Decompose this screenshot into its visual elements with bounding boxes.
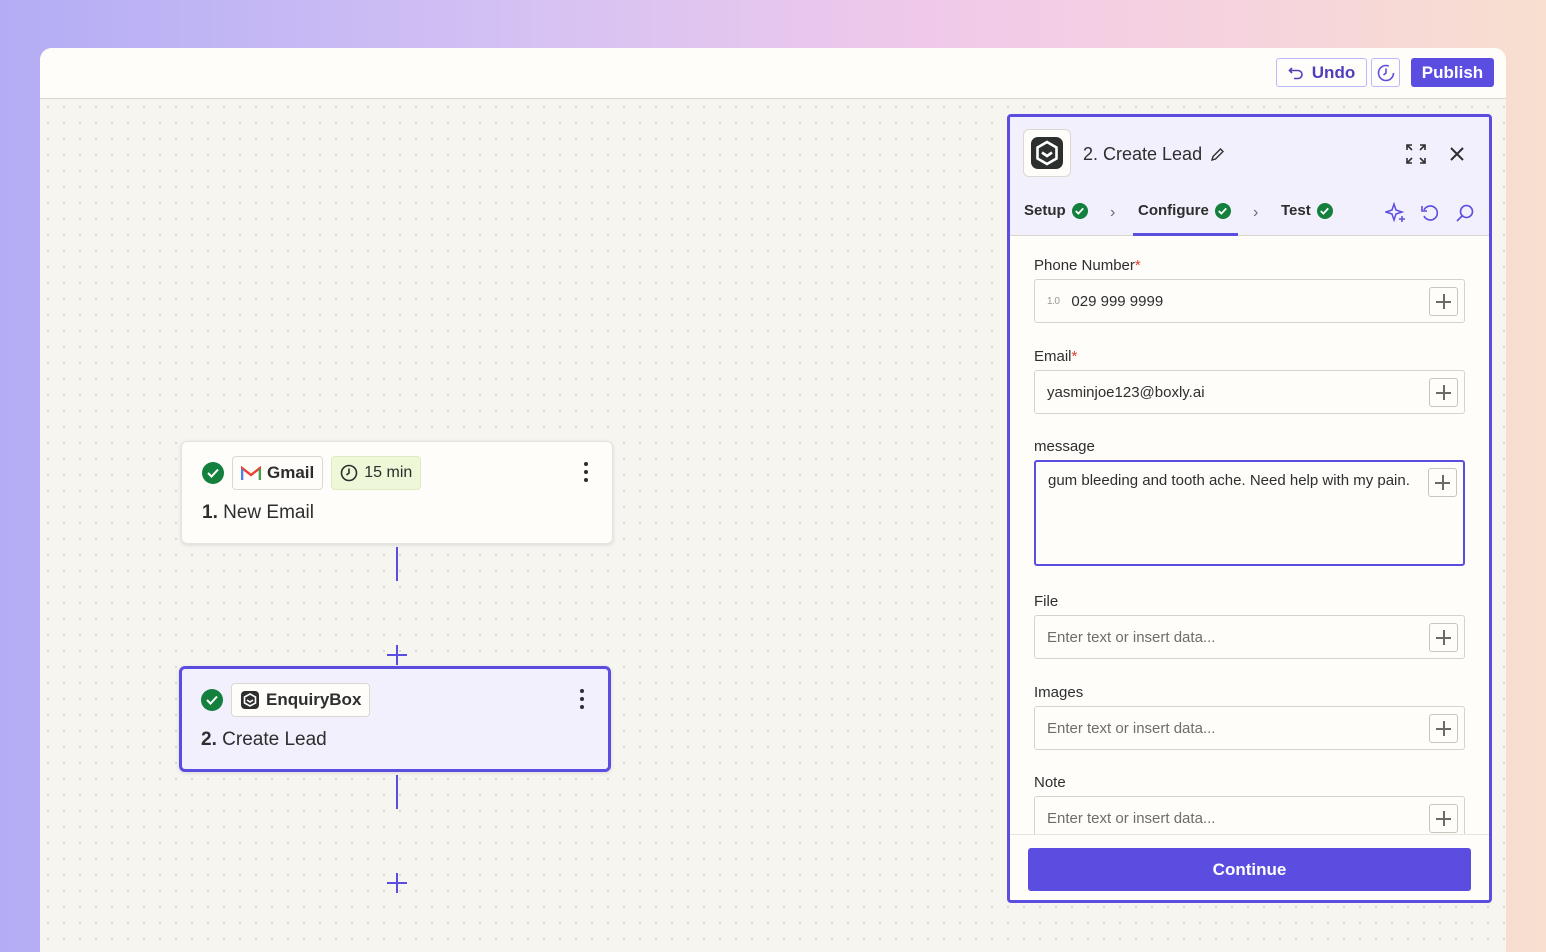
top-toolbar: Undo Publish [40, 48, 1506, 99]
tab-label: Test [1281, 202, 1311, 219]
message-textarea[interactable]: gum bleeding and tooth ache. Need help w… [1034, 460, 1465, 566]
undo-icon [1288, 66, 1303, 79]
check-circle-icon [1214, 202, 1231, 219]
panel-title-text: 2. Create Lead [1083, 144, 1203, 164]
field-placeholder: Enter text or insert data... [1047, 628, 1216, 646]
panel-footer: Continue [1010, 834, 1489, 900]
file-field[interactable]: Enter text or insert data... [1034, 615, 1465, 659]
config-form: Phone Number* 1.0 029 999 9999 Email* ya… [1010, 236, 1489, 834]
app-badge-enquirybox: EnquiryBox [231, 683, 371, 717]
field-label-message: message [1034, 438, 1095, 455]
panel-header: 2. Create Lead [1010, 117, 1489, 190]
expand-icon[interactable] [1404, 142, 1428, 166]
chevron-right-icon: › [1110, 204, 1116, 221]
enquirybox-icon [241, 691, 259, 709]
zap-editor-window: Undo Publish Gmail 15 min [40, 48, 1506, 952]
step-title: 2. Create Lead [201, 729, 327, 750]
step-title: 1. New Email [202, 502, 314, 523]
phone-number-field[interactable]: 1.0 029 999 9999 [1034, 279, 1465, 323]
close-icon[interactable] [1445, 142, 1469, 166]
action-step-node[interactable]: EnquiryBox 2. Create Lead [179, 666, 611, 772]
chevron-right-icon: › [1253, 204, 1259, 221]
pencil-icon[interactable] [1210, 147, 1225, 162]
undo-button[interactable]: Undo [1276, 58, 1367, 87]
connector-line [396, 775, 398, 809]
ai-sparkle-icon[interactable] [1384, 202, 1408, 224]
insert-data-button[interactable] [1429, 623, 1458, 652]
schedule-badge: 15 min [331, 456, 422, 490]
tab-label: Configure [1138, 202, 1209, 219]
insert-data-button[interactable] [1429, 287, 1458, 316]
publish-button[interactable]: Publish [1411, 58, 1494, 87]
active-tab-indicator [1133, 233, 1238, 236]
more-options-icon[interactable] [580, 689, 584, 709]
app-name: EnquiryBox [266, 690, 362, 709]
step-tabs: Setup › Configure › Test [1010, 190, 1489, 236]
add-step-button[interactable] [387, 645, 407, 665]
tab-test[interactable]: Test [1281, 202, 1333, 219]
field-label-file: File [1034, 593, 1059, 610]
insert-data-button[interactable] [1429, 378, 1458, 407]
note-field[interactable]: Enter text or insert data... [1034, 796, 1465, 834]
more-options-icon[interactable] [584, 462, 588, 482]
continue-button[interactable]: Continue [1028, 848, 1471, 891]
tab-configure[interactable]: Configure [1138, 202, 1231, 219]
field-value: 029 999 9999 [1071, 292, 1164, 310]
check-circle-icon [201, 689, 223, 711]
check-circle-icon [1316, 202, 1333, 219]
panel-title[interactable]: 2. Create Lead [1083, 144, 1225, 165]
schedule-interval: 15 min [364, 464, 413, 481]
gmail-icon [241, 465, 261, 480]
field-value: yasminjoe123@boxly.ai [1047, 383, 1205, 401]
number-type-icon: 1.0 [1047, 295, 1060, 307]
images-field[interactable]: Enter text or insert data... [1034, 706, 1465, 750]
field-placeholder: Enter text or insert data... [1047, 719, 1216, 737]
clock-icon [340, 464, 358, 482]
insert-data-button[interactable] [1428, 468, 1457, 497]
enquirybox-logo-icon [1023, 129, 1071, 177]
insert-data-button[interactable] [1429, 714, 1458, 743]
field-value: gum bleeding and tooth ache. Need help w… [1048, 472, 1410, 489]
step-config-panel: 2. Create Lead Setup › Configure › Tes [1007, 114, 1492, 903]
undo-label: Undo [1311, 62, 1356, 82]
version-history-button[interactable] [1371, 58, 1400, 87]
app-name: Gmail [267, 463, 315, 482]
connector-line [396, 547, 398, 581]
tab-setup[interactable]: Setup [1024, 202, 1088, 219]
insert-data-button[interactable] [1429, 804, 1458, 833]
app-badge-gmail: Gmail [232, 456, 324, 490]
field-placeholder: Enter text or insert data... [1047, 809, 1216, 827]
field-label-note: Note [1034, 774, 1066, 791]
history-clock-icon [1377, 64, 1394, 81]
field-label-email: Email* [1034, 348, 1078, 365]
check-circle-icon [202, 462, 224, 484]
search-icon[interactable] [1454, 202, 1476, 224]
refresh-icon[interactable] [1419, 202, 1441, 224]
email-field[interactable]: yasminjoe123@boxly.ai [1034, 370, 1465, 414]
field-label-images: Images [1034, 684, 1084, 701]
check-circle-icon [1071, 202, 1088, 219]
field-label-phone: Phone Number* [1034, 257, 1141, 274]
add-step-button[interactable] [387, 873, 407, 893]
trigger-step-node[interactable]: Gmail 15 min 1. New Email [181, 441, 613, 544]
tab-label: Setup [1024, 202, 1066, 219]
